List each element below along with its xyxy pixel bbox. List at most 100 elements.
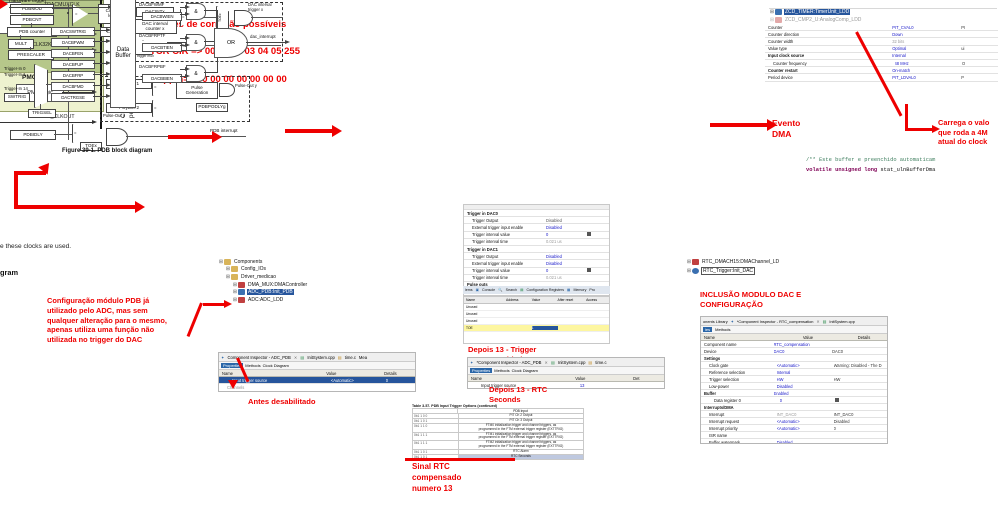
- component-tree-item[interactable]: ⊞ADC:ADC_LDD: [218, 296, 354, 304]
- edit-button[interactable]: [835, 397, 840, 402]
- tree-expander-icon[interactable]: ⊞: [232, 296, 238, 303]
- dac-panel-close-icon[interactable]: ✕: [816, 318, 820, 324]
- tree-row-zcd-cmp2[interactable]: ⊞ ZCD_CMP2_U:AnalogComp_LDD: [769, 16, 862, 24]
- dac-subtab-methods[interactable]: Methods: [715, 327, 731, 332]
- rtc-expander-icon-2[interactable]: ⊞: [686, 267, 692, 274]
- status-tab-progress[interactable]: Pro: [589, 288, 596, 292]
- tree-row-rtc-dmach15[interactable]: ⊞ RTC_DMACH15:DMAChannel_LD: [686, 258, 780, 266]
- status-tab-registers[interactable]: Configuration Registers: [526, 288, 565, 292]
- rtc-compensation-tab[interactable]: *Component Inspector - RTC_compensation: [736, 318, 814, 324]
- component-tree-item[interactable]: ⊞Driver_medicao: [218, 273, 354, 281]
- component-tree-item[interactable]: ⊞ADC_PDB:Init_PDB: [218, 288, 354, 296]
- dac-panel-tabbar[interactable]: onents Library ✦ *Component Inspector - …: [701, 317, 887, 326]
- pdb-status-tabbar[interactable]: lems ▣ Console 🔍 Search ▤ Configuration …: [463, 286, 610, 294]
- doc-table-text: FTM1 initialization trigger and channel …: [478, 431, 564, 440]
- components-library-tab[interactable]: onents Library: [703, 318, 728, 324]
- register-name: Unused: [466, 312, 478, 316]
- inspector-before-subtabs[interactable]: Properties Methods Clock Diagram: [219, 362, 415, 370]
- edit-button[interactable]: [587, 232, 592, 237]
- dac-prop-row[interactable]: Settings: [701, 355, 887, 363]
- tree-expander-icon[interactable]: ⊞: [769, 8, 775, 15]
- tree-expander-icon[interactable]: ⊞: [232, 289, 238, 296]
- rtc-expander-icon-1[interactable]: ⊞: [686, 258, 692, 265]
- pdb-prop-row[interactable]: Trigger in DAC1: [464, 246, 609, 254]
- subtab-methods[interactable]: Methods: [245, 363, 261, 368]
- edit-button[interactable]: [587, 268, 592, 273]
- dac-prop-row[interactable]: Interrupts/DMA: [701, 404, 887, 412]
- register-row[interactable]: Unused: [464, 318, 609, 325]
- subtab-clock-diagram-2[interactable]: Clock Diagram: [511, 368, 538, 373]
- component-tree-item[interactable]: ⊞Components: [218, 258, 354, 266]
- inspector-before-trigger-row[interactable]: Input trigger source <Automatic> 0: [219, 377, 415, 385]
- inspector-after-trigger-row[interactable]: Input trigger source 13: [468, 382, 664, 388]
- inspector-before-tabbar[interactable]: ✦ Component Inspector - ADC_PDB ✕ ▤ Init…: [219, 353, 415, 362]
- dac-panel-subtabs[interactable]: ies Methods: [701, 326, 887, 334]
- status-tab-console[interactable]: Console: [482, 288, 496, 292]
- component-tree-item[interactable]: ⊞DMA_MUX:DMAController: [218, 281, 354, 289]
- register-row[interactable]: Unused: [464, 304, 609, 311]
- tab-initsystem-cpp[interactable]: InitSystem.cpp: [307, 354, 335, 360]
- subtab-clock-diagram[interactable]: Clock Diagram: [262, 363, 289, 368]
- status-tab-memory[interactable]: Memory: [573, 288, 587, 292]
- dac-subtab-properties[interactable]: ies: [703, 327, 713, 332]
- tab-initsystem-cpp-2[interactable]: InitSystem.cpp: [557, 359, 586, 365]
- inspector-before-close-icon[interactable]: ✕: [293, 354, 298, 360]
- dac-prop-row[interactable]: Clock gate<Automatic>Warning: Disabled -…: [701, 362, 887, 370]
- tree-expander-icon[interactable]: ⊞: [218, 258, 224, 265]
- tree-expander-icon-2[interactable]: ⊞: [769, 16, 775, 23]
- tree-expander-icon[interactable]: ⊞: [225, 266, 231, 273]
- dac-prop-row[interactable]: ISR name: [701, 432, 887, 440]
- tab-mea[interactable]: Mea: [358, 354, 368, 360]
- dac-prop-row[interactable]: Interrupt request<Automatic>Disabled: [701, 418, 887, 426]
- initsystem-tab-3[interactable]: InitSystem.cpp: [829, 318, 855, 324]
- tab-time-c[interactable]: time.c: [344, 354, 356, 360]
- tree-row-zcd-timer[interactable]: ⊞ ZCD_TIMER:TimerUnit_LDD: [769, 8, 851, 16]
- status-tab-search[interactable]: Search: [505, 288, 518, 292]
- status-tab-items[interactable]: lems: [465, 288, 473, 292]
- subtab-methods-2[interactable]: Methods: [494, 368, 510, 373]
- inspector-after-title[interactable]: *Component Inspector - ADC_PDB: [476, 359, 542, 365]
- component-tree-item[interactable]: ⊞Config_IOs: [218, 266, 354, 274]
- tree-row-rtc-trigger[interactable]: ⊞ RTC_Trigger:Init_DAC: [686, 266, 756, 275]
- inspector-before-channels-row[interactable]: Channels: [219, 384, 415, 391]
- inspector-after-close-icon[interactable]: ✕: [544, 359, 548, 365]
- inspector-before-title[interactable]: Component Inspector - ADC_PDB: [227, 354, 291, 360]
- subtab-properties-2[interactable]: Properties: [470, 368, 493, 373]
- subtab-properties[interactable]: Properties: [221, 363, 244, 368]
- inspector-after-tabbar[interactable]: ✦ *Component Inspector - ADC_PDB ✕ ▤ Ini…: [468, 358, 664, 367]
- tree-expander-icon[interactable]: ⊞: [225, 273, 231, 280]
- register-row[interactable]: Unused: [464, 311, 609, 318]
- inspector-after-subtabs[interactable]: Properties Methods Clock Diagram: [468, 367, 664, 375]
- pdb-prop-row[interactable]: Trigger in DAC0: [464, 210, 609, 218]
- tab-time-c-2[interactable]: time.c: [595, 359, 607, 365]
- pdb-prop-name: Pulse outs: [467, 282, 488, 288]
- dac-prop-row[interactable]: Interrupt priority<Automatic>0: [701, 425, 887, 433]
- tree-expander-icon[interactable]: ⊞: [232, 281, 238, 288]
